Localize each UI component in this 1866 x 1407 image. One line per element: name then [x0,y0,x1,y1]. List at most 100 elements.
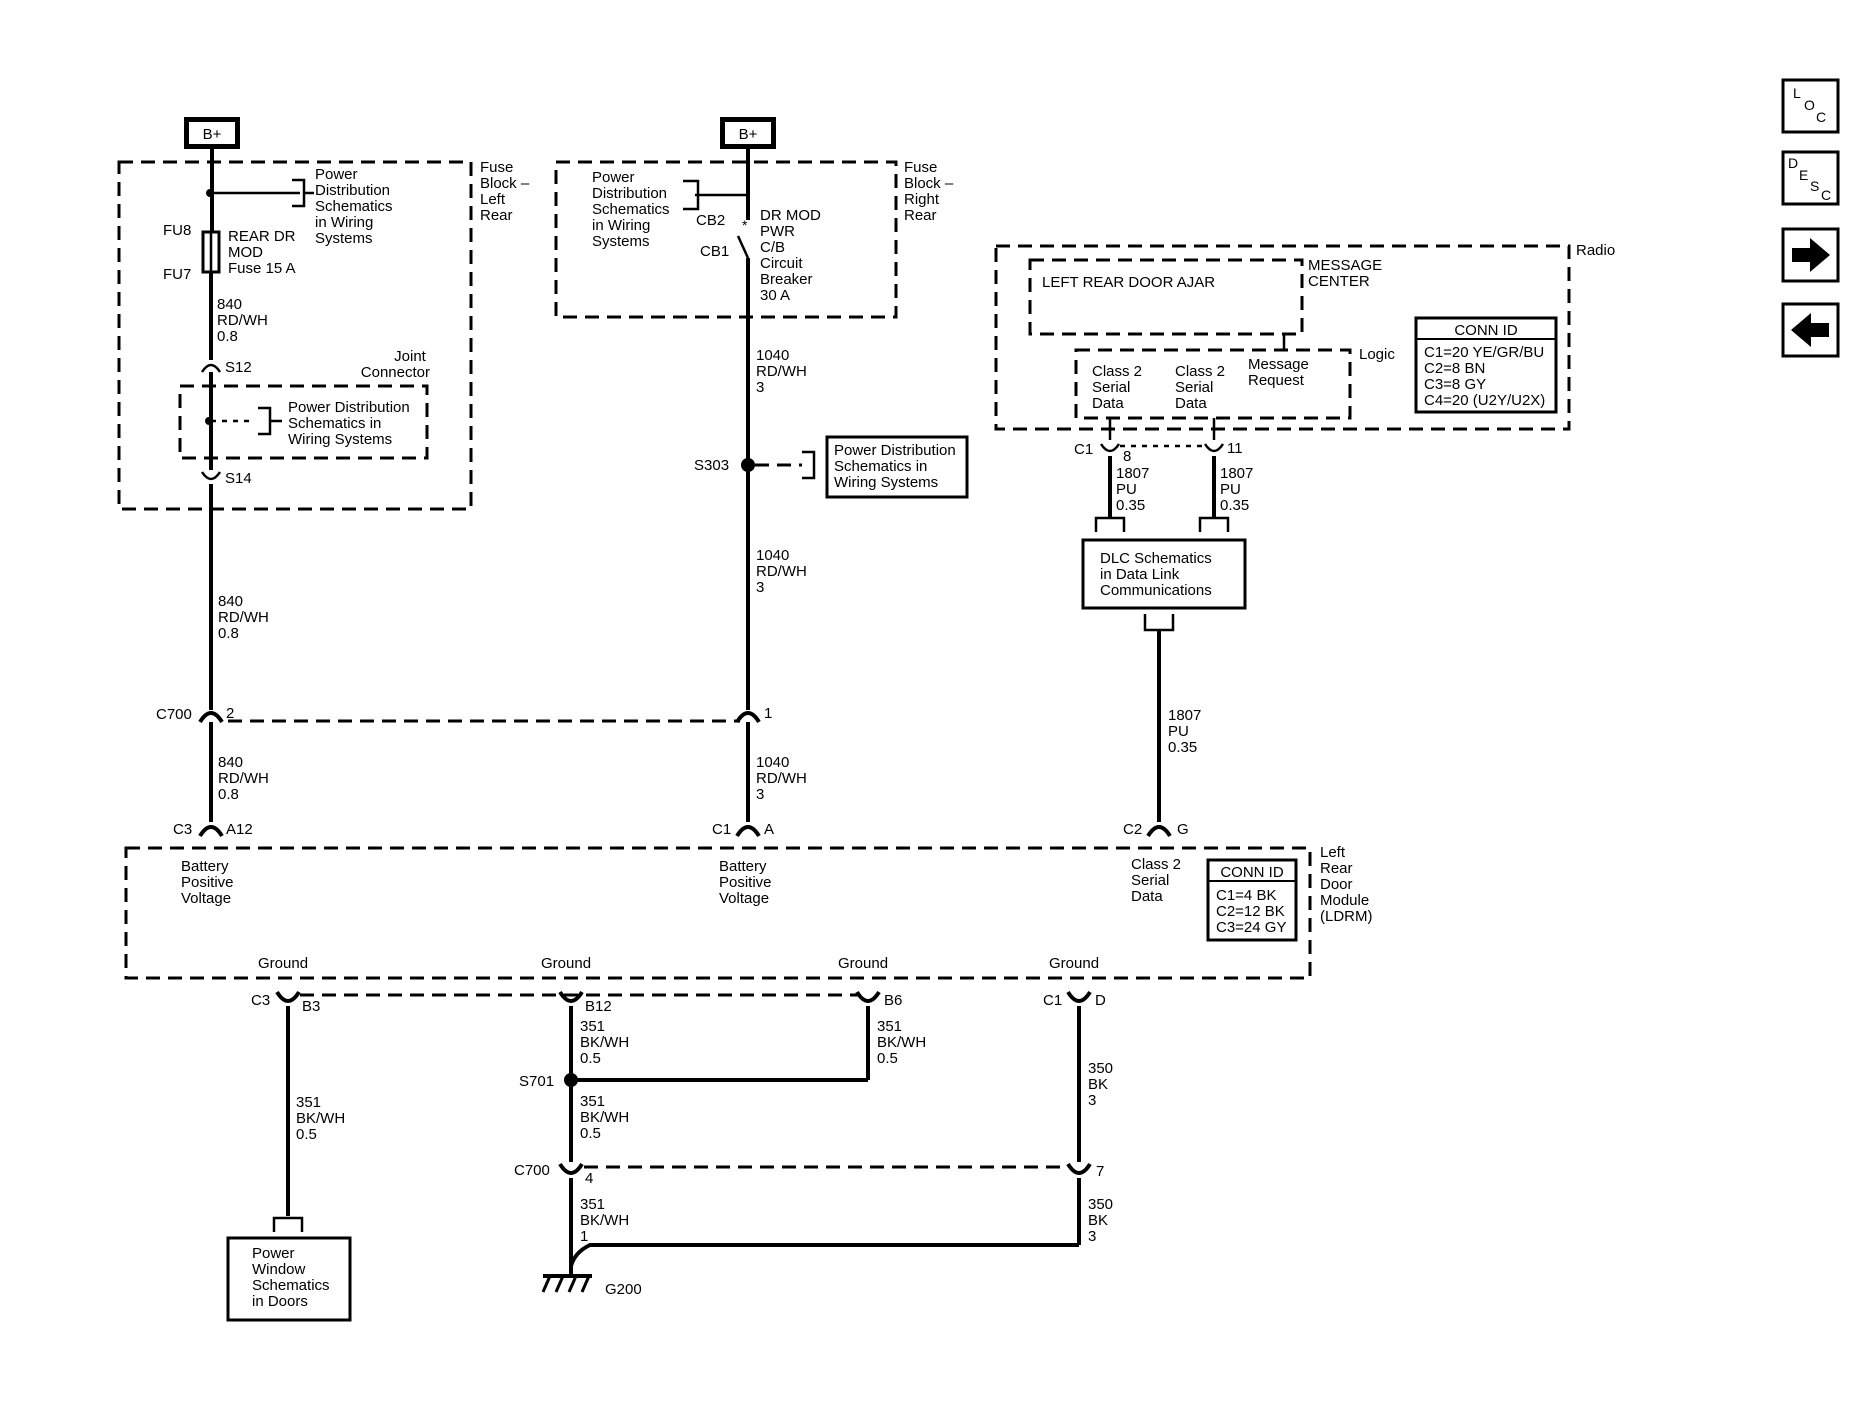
gnd-b12-connector [558,990,584,1003]
c700-pin-7: 7 [1096,1163,1104,1180]
splice-s701-dot [564,1073,578,1087]
radio-conn-id: CONN ID C1=20 YE/GR/BU C2=8 BN C3=8 GY C… [1414,316,1558,414]
dlc-bracket-b [1198,516,1230,532]
prev-button[interactable] [1781,302,1840,358]
wire-351-b12-label: 351 BK/WH 0.5 [580,1018,633,1067]
splice-s12: S12 [225,359,252,376]
ldrm-conn-c1: C1 [712,821,731,838]
gnd-pin-b6: B6 [884,992,902,1009]
ldrm-c3-a12-connector [198,825,224,838]
joint-ref-bracket [258,406,282,436]
fuse-label: REAR DR MOD Fuse 15 A [228,228,300,277]
fuse-block-left-rear [117,160,473,511]
ldrm-conn-c2: C2 [1123,821,1142,838]
fuse-fu8: FU8 [163,222,191,239]
splice-s701: S701 [519,1073,554,1090]
ldrm-name: Left Rear Door Module (LDRM) [1320,844,1373,925]
dlc-ref-box [1081,538,1247,610]
wire-1807-c-label: 1807 PU 0.35 [1168,707,1206,756]
loc-letter-o: O [1804,97,1815,113]
b-plus-right: B+ [720,117,776,149]
fuse-block-right-name: Fuse Block – Right Rear [904,159,957,224]
dlc-ref: DLC Schematics in Data Link Communicatio… [1100,550,1216,599]
wire-840-b-label: 840 RD/WH 0.8 [218,593,273,642]
splice-s303: S303 [694,457,729,474]
ldrm-pin-g: G [1177,821,1189,838]
fuse-block-right-rear [554,160,898,319]
radio-conn-title: CONN ID [1454,322,1518,339]
radio-connector-c1: C1 [1074,441,1093,458]
wire-351-g-label: 351 BK/WH 1 [580,1196,633,1245]
junction-left-top [206,189,214,197]
wire-1807-a-label: 1807 PU 0.35 [1116,465,1154,514]
ldrm-pin-a12: A12 [226,821,253,838]
gnd-pin-b12: B12 [585,998,612,1015]
fuse-block-left-name: Fuse Block – Left Rear [480,159,533,224]
ldrm-ground-3: Ground [838,955,888,972]
ground-g200: G200 [605,1281,642,1298]
joint-ref: Power Distribution Schematics in Wiring … [288,399,414,448]
cb-contact-mark: * [742,217,748,233]
radio-conn-c2: C2=8 BN [1424,360,1485,377]
wire-840-c-label: 840 RD/WH 0.8 [218,754,273,803]
cb-cb1: CB1 [700,243,729,260]
s303-ref: Power Distribution Schematics in Wiring … [834,442,960,491]
ground-symbol-g200 [541,1266,592,1293]
ldrm-conn-c3: C3=24 GY [1216,919,1286,936]
arrow-left-icon [1791,313,1829,347]
s303-ref-box [825,435,969,499]
desc-letter-e: E [1799,167,1808,183]
radio-conn-c4: C4=20 (U2Y/U2X) [1424,392,1545,409]
joint-connector-box [178,384,429,460]
c700-bottom-left-connector [558,1162,584,1175]
ldrm-class2: Class 2 Serial Data [1131,856,1185,905]
pd-ref-right-bracket [683,179,700,211]
joint-connector-label: Joint Connector [361,348,430,381]
wire-1040-b-label: 1040 RD/WH 3 [756,547,811,596]
power-window-ref: Power Window Schematics in Doors [252,1245,334,1310]
wire-840-a-label: 840 RD/WH 0.8 [217,296,272,345]
ldrm-box [124,846,1312,980]
c700-top-name: C700 [156,706,192,723]
arrow-right-icon [1792,238,1830,272]
ldrm-ground-2: Ground [541,955,591,972]
desc-letter-c: C [1821,187,1831,203]
wire-350-a-label: 350 BK 3 [1088,1060,1117,1109]
ldrm-conn-c2: C2=12 BK [1216,903,1285,920]
splice-s12-symbol [200,363,222,373]
radio-pin-11-connector [1203,443,1225,453]
ldrm-conn-c3: C3 [173,821,192,838]
power-window-ref-box [226,1236,352,1322]
pd-ref-left-bracket [292,178,314,208]
gnd-conn-c1: C1 [1043,992,1062,1009]
ldrm-conn-id: CONN ID C1=4 BK C2=12 BK C3=24 GY [1206,858,1298,942]
ldrm-c1-a-connector [735,825,761,838]
radio-class2-b: Class 2 Serial Data [1175,363,1229,412]
wire-351-s701-label: 351 BK/WH 0.5 [580,1093,633,1142]
desc-letter-s: S [1810,178,1819,194]
c700-pin-1: 1 [764,705,772,722]
pd-ref-right: Power Distribution Schematics in Wiring … [592,169,674,250]
cb-cb2: CB2 [696,212,725,229]
desc-button[interactable]: D E S C [1781,150,1840,206]
cb-label: DR MOD PWR C/B Circuit Breaker 30 A [760,207,825,304]
gnd-b6-connector [855,990,881,1003]
ldrm-c2-g-connector [1146,825,1172,838]
message-center-display [1028,258,1304,336]
next-button[interactable] [1781,227,1840,283]
wire-1807-b-label: 1807 PU 0.35 [1220,465,1258,514]
wire-350-b-return [569,1243,1079,1267]
ldrm-bpv-left: Battery Positive Voltage [181,858,238,907]
loc-button[interactable]: L O C [1781,78,1840,134]
radio-class2-a: Class 2 Serial Data [1092,363,1146,412]
logic-box [1074,348,1352,420]
radio-pin-11: 11 [1227,440,1243,457]
c700-right-connector [735,711,761,724]
radio-name: Radio [1576,242,1615,259]
gnd-pin-b3: B3 [302,998,320,1015]
c700-left-connector [198,711,224,724]
power-window-bracket [272,1216,304,1232]
radio-conn-c1: C1=20 YE/GR/BU [1424,344,1544,361]
radio-conn-c3: C3=8 GY [1424,376,1486,393]
ldrm-pin-a: A [764,821,774,838]
